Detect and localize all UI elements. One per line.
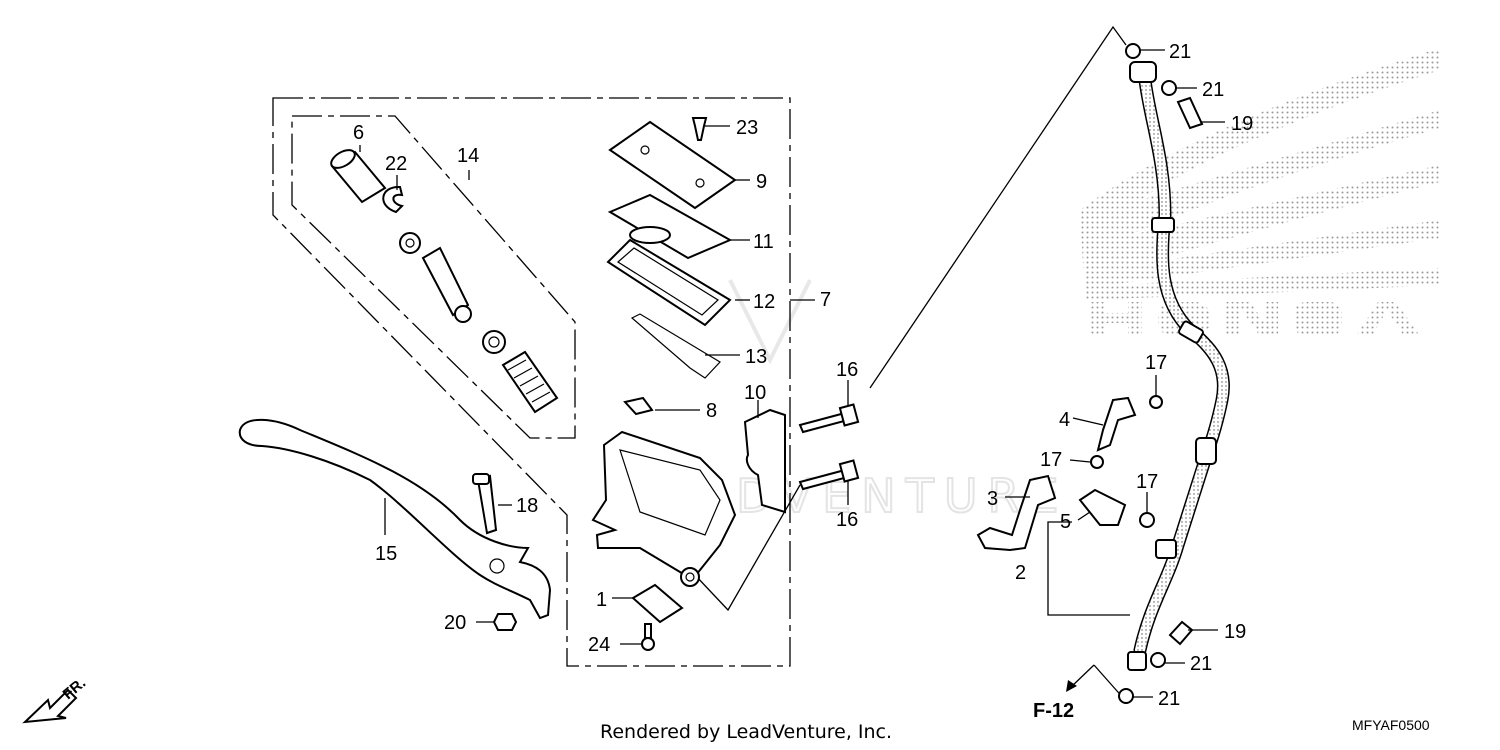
callout-21-d: 21: [1158, 688, 1180, 710]
bracket-2: [1047, 521, 1130, 616]
callout-20: 20: [444, 612, 466, 634]
callout-8: 8: [706, 400, 717, 422]
callout-14: 14: [457, 145, 479, 167]
reference-f12: F-12: [1033, 664, 1095, 722]
callout-19-top: 19: [1231, 113, 1253, 135]
callout-6: 6: [353, 122, 364, 144]
callout-16-upper: 16: [836, 359, 858, 381]
callout-4: 4: [1059, 409, 1070, 431]
callout-19-bottom: 19: [1224, 621, 1246, 643]
callout-1: 1: [596, 589, 607, 611]
callout-23: 23: [736, 117, 758, 139]
callout-16-lower: 16: [836, 509, 858, 531]
callout-10: 10: [744, 382, 766, 404]
callout-7: 7: [820, 289, 831, 311]
front-direction-arrow: FR.: [22, 675, 89, 724]
callout-9: 9: [756, 171, 767, 193]
callout-18: 18: [516, 495, 538, 517]
callout-24: 24: [588, 634, 610, 656]
callout-17-top: 17: [1145, 352, 1167, 374]
callout-21-a: 21: [1169, 41, 1191, 63]
callout-leaders: [359, 49, 1225, 698]
callout-21-b: 21: [1202, 79, 1224, 101]
callout-2: 2: [1015, 562, 1026, 584]
reference-label: F-12: [1033, 700, 1074, 722]
callout-17-bottom: 17: [1136, 471, 1158, 493]
callout-17-middle: 17: [1040, 449, 1062, 471]
part-drawings: [238, 43, 1230, 704]
callout-11: 11: [753, 231, 774, 253]
callout-15: 15: [375, 543, 397, 565]
honda-wing-logo: [1080, 48, 1440, 336]
callout-3: 3: [987, 488, 998, 510]
callout-13: 13: [745, 346, 767, 368]
callout-12: 12: [753, 291, 775, 313]
callout-numbers: 1 2 3 4 5 6 7 8 9 10 11 12 13 14 15 16 1…: [353, 41, 1253, 710]
callout-5: 5: [1060, 511, 1071, 533]
holder-leader: [694, 484, 801, 612]
hose-leader: [869, 25, 1127, 389]
callout-22: 22: [385, 153, 407, 175]
assembly-frame-7: [272, 97, 791, 667]
callout-21-c: 21: [1190, 653, 1212, 675]
assembly-frame-14: [291, 115, 576, 439]
footer-credit: Rendered by LeadVenture, Inc.: [600, 721, 892, 743]
diagram-code: MFYAF0500: [1352, 717, 1430, 733]
